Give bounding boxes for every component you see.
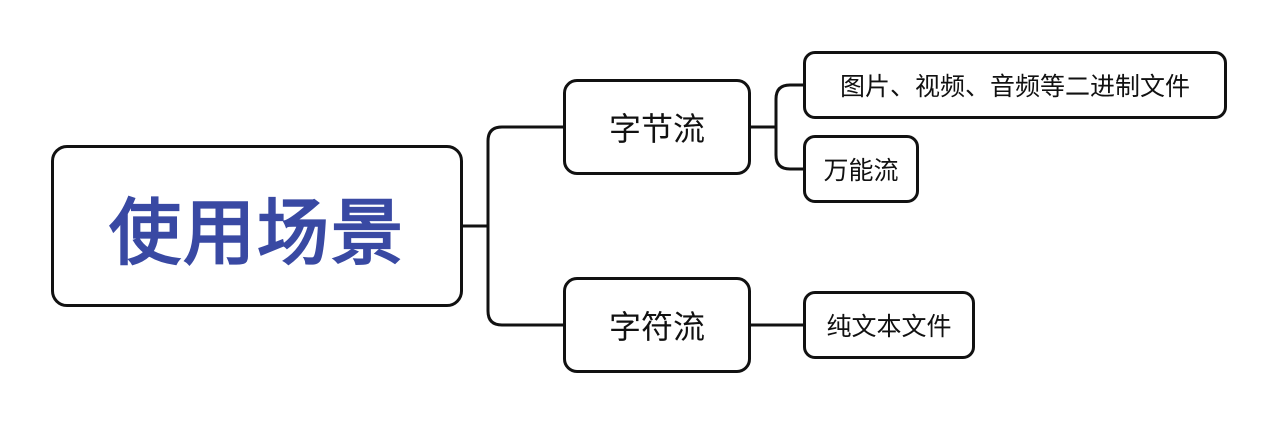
root-label: 使用场景	[108, 190, 405, 275]
leaf-universal-stream[interactable]: 万能流	[803, 135, 919, 203]
leaf-plain-text-files-label: 纯文本文件	[826, 312, 952, 341]
node-char-stream-label: 字符流	[608, 308, 705, 346]
leaf-binary-files[interactable]: 图片、视频、音频等二进制文件	[803, 51, 1227, 119]
leaf-plain-text-files[interactable]: 纯文本文件	[803, 291, 975, 359]
connector-byte-to-binary-files	[774, 83, 805, 129]
leaf-binary-files-label: 图片、视频、音频等二进制文件	[839, 72, 1190, 101]
connector-root-to-byte-stream	[486, 125, 565, 228]
connector-root-to-char-stream	[486, 224, 565, 327]
leaf-universal-stream-label: 万能流	[823, 156, 899, 185]
connector-byte-to-universal-stream	[774, 125, 805, 171]
node-byte-stream-label: 字节流	[608, 110, 705, 148]
node-byte-stream[interactable]: 字节流	[563, 79, 751, 175]
root-node[interactable]: 使用场景	[51, 145, 463, 307]
node-char-stream[interactable]: 字符流	[563, 277, 751, 373]
